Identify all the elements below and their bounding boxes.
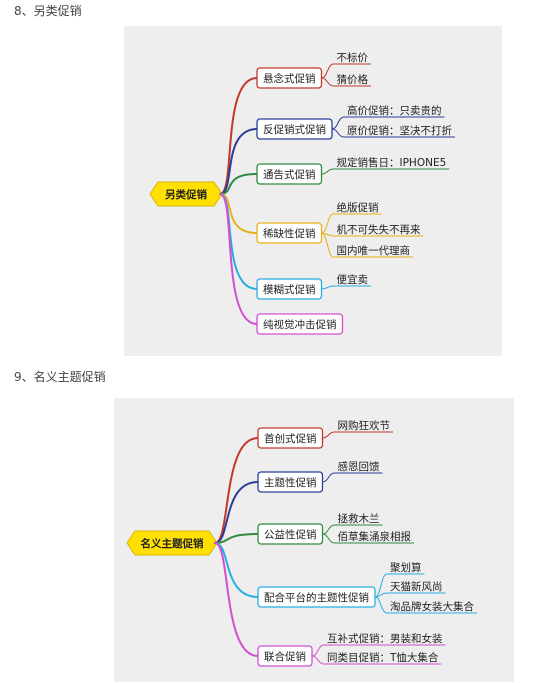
branch-node-label: 模糊式促销 — [263, 283, 316, 296]
leaf-connector — [322, 431, 335, 439]
leaf-connector — [311, 644, 325, 657]
leaf-node-label: 便宜卖 — [337, 273, 369, 286]
branch-connector — [219, 193, 258, 290]
mindmap-theme-promotion: 名义主题促销 首创式促销 网购狂欢节主题性促销 感恩回馈公益性促销 拯救木兰佰草集涌泉相… — [114, 398, 514, 682]
leaf-node-label: 不标价 — [337, 52, 369, 64]
leaf-node-label: 拯救木兰 — [338, 512, 380, 525]
branch-node-label: 稀缺性促销 — [263, 227, 316, 240]
leaf-connector — [322, 533, 335, 544]
leaf-connector — [331, 116, 345, 130]
center-node-label: 另类促销 — [165, 188, 207, 201]
leaf-node-label: 淘品牌女装大集合 — [390, 600, 474, 613]
branch-node-label: 首创式促销 — [264, 432, 317, 445]
leaf-connector — [321, 285, 334, 290]
mindmap-alternative-promotion: 另类促销 悬念式促销 不标价猜价格反促销式促销 高价促销：只卖贵的原价促销：坚决不打折… — [124, 26, 502, 356]
leaf-node-label: 感恩回馈 — [338, 460, 380, 473]
leaf-connector — [322, 472, 335, 483]
leaf-node-label: 机不可失失不再来 — [337, 223, 421, 236]
leaf-connector — [321, 232, 334, 258]
leaf-node-label: 国内唯一代理商 — [337, 244, 411, 257]
leaf-node-label: 同类目促销：T恤大集合 — [327, 651, 439, 664]
leaf-connector — [321, 168, 334, 175]
leaf-connector — [321, 63, 334, 79]
branch-node-label: 配合平台的主题性促销 — [264, 591, 369, 604]
leaf-connector — [374, 592, 388, 598]
leaf-node-label: 原价促销：坚决不打折 — [347, 124, 452, 137]
section-title-8: 8、另类促销 — [14, 4, 82, 18]
leaf-connector — [374, 573, 388, 598]
branch-node-label: 主题性促销 — [264, 476, 317, 489]
branch-node-label: 反促销式促销 — [263, 123, 326, 136]
leaf-node-label: 规定销售日：IPHONE5 — [337, 156, 447, 169]
branch-node-label: 通告式促销 — [263, 168, 316, 181]
section-title-9: 9、名义主题促销 — [14, 370, 106, 384]
branch-connector — [214, 542, 259, 657]
leaf-connector — [321, 77, 334, 87]
branch-node-label: 纯视觉冲击促销 — [263, 318, 337, 331]
leaf-node-label: 绝版促销 — [337, 201, 379, 214]
leaf-connector — [322, 524, 335, 535]
leaf-node-label: 天猫新风尚 — [390, 580, 443, 593]
leaf-connector — [374, 596, 388, 614]
center-node-label: 名义主题促销 — [141, 537, 204, 550]
branch-connector — [214, 481, 259, 544]
branch-node — [256, 313, 344, 335]
branch-connector — [219, 193, 258, 325]
leaf-connector — [321, 213, 334, 234]
leaf-node-label: 聚划算 — [390, 561, 422, 574]
leaf-node-label: 网购狂欢节 — [338, 419, 391, 432]
branch-connector — [214, 533, 259, 544]
leaf-node-label: 高价促销：只卖贵的 — [347, 104, 442, 117]
leaf-connector — [311, 655, 325, 665]
branch-connector — [219, 128, 258, 195]
branch-connector — [219, 77, 258, 195]
leaf-node-label: 佰草集涌泉相报 — [338, 530, 412, 543]
branch-connector — [219, 173, 258, 195]
branch-node-label: 联合促销 — [264, 650, 306, 663]
leaf-node-label: 互补式促销：男装和女装 — [327, 632, 443, 645]
branch-connector — [214, 437, 259, 544]
branch-node-label: 悬念式促销 — [263, 72, 316, 85]
leaf-connector — [331, 128, 345, 138]
leaf-node-label: 猜价格 — [337, 73, 369, 86]
branch-node-label: 公益性促销 — [264, 528, 317, 541]
